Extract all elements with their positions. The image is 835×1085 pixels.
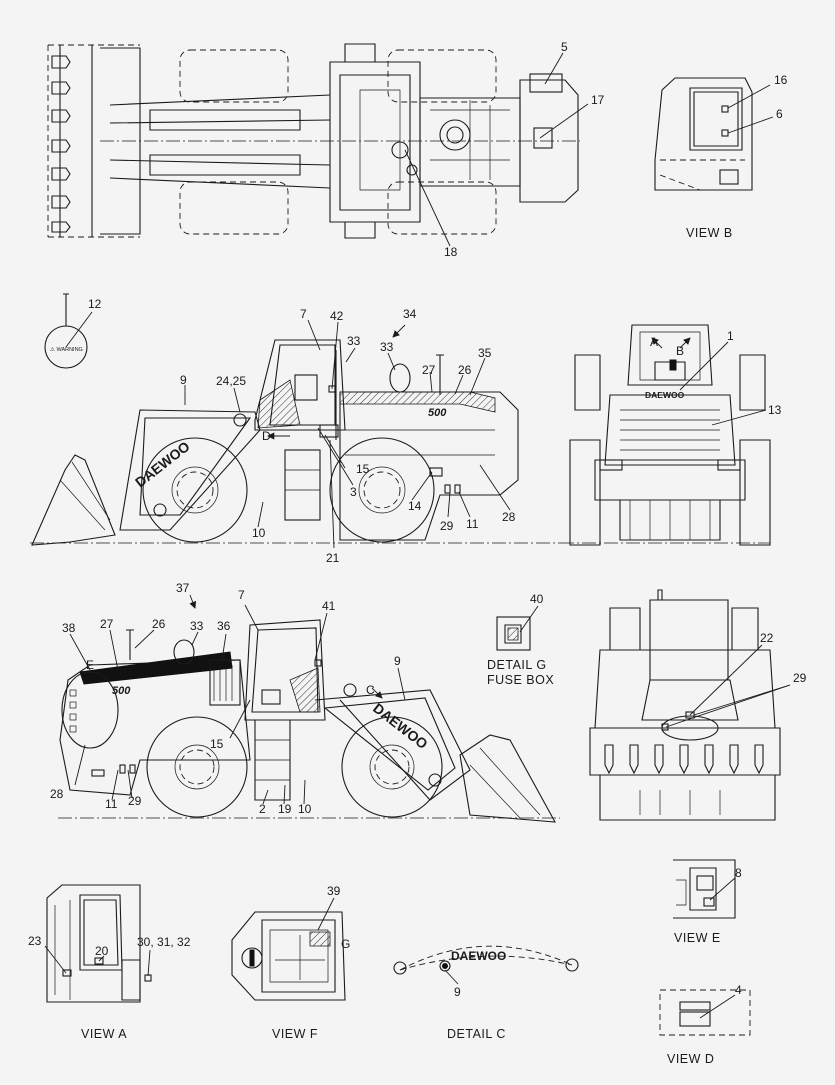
callout-34: 34 — [403, 307, 417, 321]
view-b-cab: 16 6 VIEW B — [654, 73, 788, 240]
detail-c: DAEWOO 9 DETAIL C — [393, 945, 579, 1041]
callout-12: 12 — [88, 297, 102, 311]
view-d: 4 VIEW D — [659, 983, 751, 1066]
callout-7-side2: 7 — [238, 588, 245, 602]
callout-11-side2: 11 — [105, 797, 118, 811]
side-view-right: 500 DAEWOO C E — [50, 581, 560, 823]
view-a: 23 20 30, 31, 32 VIEW A — [28, 884, 191, 1041]
caption-detail-c: DETAIL C — [447, 1027, 506, 1041]
side-model-badge: 500 — [428, 407, 447, 419]
detail-c-brand-text: DAEWOO — [451, 949, 506, 963]
callout-13: 13 — [768, 403, 782, 417]
top-plan-view: 5 17 18 — [47, 40, 605, 259]
callout-35: 35 — [478, 346, 492, 360]
boom-brand-text: DAEWOO — [132, 438, 193, 490]
callout-33-side2: 33 — [190, 619, 204, 633]
callout-30-31-32: 30, 31, 32 — [137, 935, 191, 949]
rear-view: 22 29 — [589, 589, 807, 821]
warning-decal-text: ⚠ WARNING — [50, 346, 83, 353]
callout-23: 23 — [28, 934, 42, 948]
callout-39: 39 — [327, 884, 341, 898]
callout-29-side2: 29 — [128, 794, 142, 808]
caption-view-a: VIEW A — [81, 1027, 127, 1041]
callout-27-side1: 27 — [422, 363, 436, 377]
callout-7-side1: 7 — [300, 307, 307, 321]
front-view: DAEWOO A B 1 13 — [560, 324, 782, 546]
callout-22: 22 — [760, 631, 774, 645]
warning-decal: ⚠ WARNING 12 — [44, 293, 102, 369]
callout-15-side2: 15 — [210, 737, 224, 751]
callout-40: 40 — [530, 592, 544, 606]
view-letter-e: E — [86, 658, 94, 672]
callout-15-side1: 15 — [356, 462, 370, 476]
caption-detail-g: DETAIL G — [487, 658, 547, 672]
callout-27-side2: 27 — [100, 617, 114, 631]
caption-view-e: VIEW E — [674, 931, 721, 945]
caption-view-b: VIEW B — [686, 226, 733, 240]
view-e: 8 VIEW E — [673, 859, 742, 945]
callout-20: 20 — [95, 944, 109, 958]
callout-29-side1: 29 — [440, 519, 454, 533]
callout-26-side2: 26 — [152, 617, 166, 631]
callout-5: 5 — [561, 40, 568, 54]
callout-8: 8 — [735, 866, 742, 880]
view-letter-g: G — [341, 937, 350, 951]
view-letter-c: C — [366, 683, 375, 697]
callout-36: 36 — [217, 619, 231, 633]
callout-28-side2: 28 — [50, 787, 64, 801]
side-view-left: DAEWOO 500 D — [30, 307, 560, 565]
callout-41: 41 — [322, 599, 336, 613]
callout-1: 1 — [727, 329, 734, 343]
callout-10-side2: 10 — [298, 802, 312, 816]
callout-24-25: 24,25 — [216, 374, 246, 388]
callout-33-side1a: 33 — [347, 334, 361, 348]
callout-21: 21 — [326, 551, 340, 565]
view-letter-b: B — [676, 344, 684, 358]
callout-6: 6 — [776, 107, 783, 121]
detail-g-fuse-box: 40 DETAIL G FUSE BOX — [487, 592, 554, 687]
callout-14: 14 — [408, 499, 422, 513]
caption-view-d: VIEW D — [667, 1052, 714, 1066]
callout-9-side1: 9 — [180, 373, 187, 387]
callout-17: 17 — [591, 93, 605, 107]
callout-37: 37 — [176, 581, 190, 595]
view-f: 39 G VIEW F — [231, 884, 350, 1041]
front-brand-text: DAEWOO — [645, 390, 685, 400]
callout-42: 42 — [330, 309, 344, 323]
callout-38: 38 — [62, 621, 76, 635]
callout-16: 16 — [774, 73, 788, 87]
callout-28-side1: 28 — [502, 510, 516, 524]
caption-view-f: VIEW F — [272, 1027, 318, 1041]
callout-11-side1: 11 — [466, 517, 479, 531]
callout-3: 3 — [350, 485, 357, 499]
callout-29-rear: 29 — [793, 671, 807, 685]
callout-18: 18 — [444, 245, 458, 259]
callout-2: 2 — [259, 802, 266, 816]
callout-33-side1b: 33 — [380, 340, 394, 354]
rear-model-badge: 500 — [112, 685, 131, 697]
callout-9-side2: 9 — [394, 654, 401, 668]
callout-26-side1: 26 — [458, 363, 472, 377]
caption-fuse-box: FUSE BOX — [487, 673, 554, 687]
callout-10-side1: 10 — [252, 526, 266, 540]
view-letter-d: D — [262, 429, 271, 443]
callout-9-detail-c: 9 — [454, 985, 461, 999]
callout-4: 4 — [735, 983, 742, 997]
view-letter-a: A — [650, 335, 658, 349]
callout-19: 19 — [278, 802, 292, 816]
